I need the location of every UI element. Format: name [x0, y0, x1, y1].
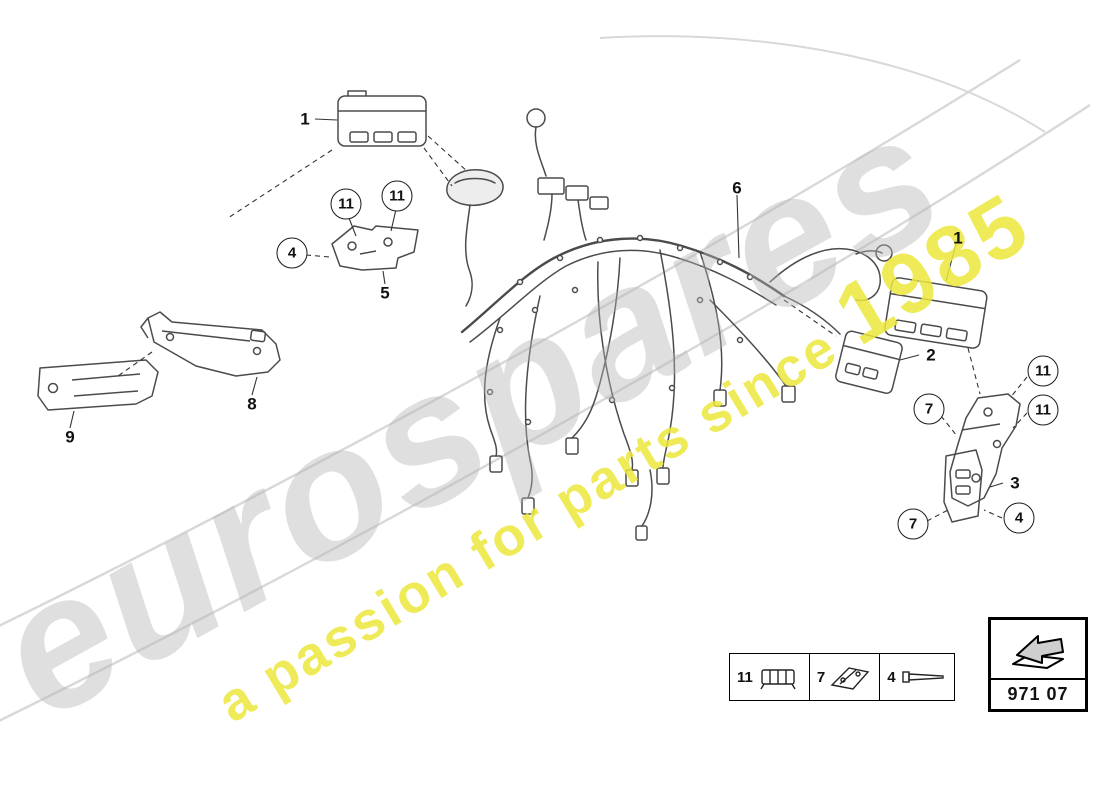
callout-9-plate[interactable]: 9: [65, 427, 75, 447]
plate-9-drawing: [37, 359, 159, 411]
callout-5-bracket[interactable]: 5: [380, 283, 390, 303]
part-code-box: 971 07: [988, 617, 1088, 712]
legend-item-7-label: 7: [816, 668, 826, 686]
callout-3-bracket[interactable]: 3: [1010, 473, 1020, 493]
code-box-icon-area: [991, 620, 1085, 680]
ecu-top-left-drawing: [337, 90, 427, 147]
callout-7-bracket3-a[interactable]: 7: [913, 393, 945, 425]
wiring-harness-drawing: [446, 108, 893, 541]
leader-lines-solid: [69, 118, 1004, 488]
fastener-legend: 11 7 4: [729, 653, 955, 701]
ecu-2-drawing: [835, 330, 903, 394]
legend-item-11-label: 11: [737, 668, 753, 686]
legend-item-11: 11: [730, 654, 809, 700]
callout-8-bracket[interactable]: 8: [247, 394, 257, 414]
rivet-icon: [901, 671, 944, 683]
callout-11-bracket3-a[interactable]: 11: [1027, 355, 1059, 387]
callout-2-ecu[interactable]: 2: [926, 345, 936, 365]
callout-4-bracket5[interactable]: 4: [276, 237, 308, 269]
bracket-8-drawing: [140, 311, 281, 377]
leader-lines-dashed: [117, 135, 1028, 522]
direction-arrow-icon: [1012, 635, 1064, 669]
callout-1-ecu-right[interactable]: 1: [953, 228, 963, 248]
callout-11-bracket3-b[interactable]: 11: [1027, 394, 1059, 426]
swoosh-curves: [0, 35, 1091, 722]
callout-1-ecu-left[interactable]: 1: [300, 109, 310, 129]
connector-icon: [760, 669, 796, 690]
legend-item-4-label: 4: [887, 668, 896, 686]
ecu-right-drawing: [884, 277, 988, 349]
legend-item-7: 7: [808, 654, 879, 700]
part-code: 971 07: [1007, 684, 1069, 704]
callout-4-bracket3[interactable]: 4: [1003, 502, 1035, 534]
legend-item-4: 4: [879, 654, 953, 700]
callout-11-bracket5-b[interactable]: 11: [381, 180, 413, 212]
bracket-5-drawing: [331, 225, 419, 271]
callout-11-bracket5-a[interactable]: 11: [330, 188, 362, 220]
bracket-icon: [830, 667, 870, 690]
callout-7-bracket3-b[interactable]: 7: [897, 508, 929, 540]
bracket-3-drawing: [943, 393, 1021, 523]
callout-6-harness[interactable]: 6: [732, 178, 742, 198]
